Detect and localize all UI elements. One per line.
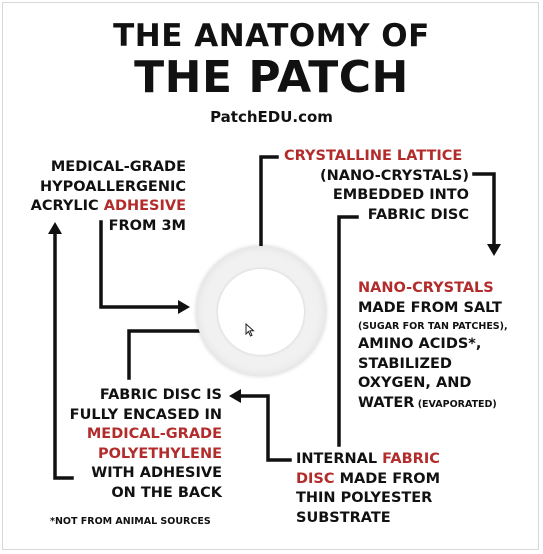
nano-line-4: AMINO ACIDS*, xyxy=(358,336,482,352)
footnote: *NOT FROM ANIMAL SOURCES xyxy=(50,516,211,527)
nano-line-2: MADE FROM SALT xyxy=(358,299,502,316)
encased-line-5: WITH ADHESIVE xyxy=(91,465,222,481)
encased-line-1: FABRIC DISC IS xyxy=(99,387,222,403)
nano-line-7-small: (EVAPORATED) xyxy=(414,398,497,410)
encased-patch-connector xyxy=(127,329,207,380)
encased-connector xyxy=(53,230,74,480)
image-frame xyxy=(2,2,539,550)
nano-line-5: STABILIZED xyxy=(358,355,452,372)
adhesive-label: MEDICAL-GRADE HYPOALLERGENIC ACRYLIC ADH… xyxy=(31,158,186,236)
nano-line-7: WATER (EVAPORATED) xyxy=(358,394,508,415)
encased-line-3: MEDICAL-GRADE xyxy=(86,426,222,442)
title-line-2: THE PATCH xyxy=(134,52,409,103)
lattice-line-1: CRYSTALLINE LATTICE xyxy=(284,148,463,164)
nano-connector xyxy=(472,172,496,247)
nano-line-1: NANO-CRYSTALS xyxy=(358,280,494,296)
internal-disc-connector xyxy=(337,215,359,447)
internal-line-2-text: MADE FROM xyxy=(334,470,441,487)
arrowhead-icon xyxy=(229,389,241,403)
lattice-line-3: EMBEDDED INTO xyxy=(332,187,469,203)
mouse-pointer-icon xyxy=(245,323,255,337)
adhesive-line-4: FROM 3M xyxy=(108,217,186,234)
arrowhead-icon xyxy=(487,244,501,256)
encased-line-6: ON THE BACK xyxy=(111,484,222,501)
adhesive-connector xyxy=(99,220,182,309)
nano-crystals-label: NANO-CRYSTALS MADE FROM SALT (SUGAR FOR … xyxy=(358,279,508,414)
encased-line-2: FULLY ENCASED IN xyxy=(69,406,222,423)
adhesive-highlight: ADHESIVE xyxy=(103,198,186,214)
title-line-1: THE ANATOMY OF xyxy=(113,18,430,54)
arrowhead-icon xyxy=(48,222,62,234)
internal-highlight-1: FABRIC xyxy=(382,451,440,467)
lattice-connector xyxy=(259,155,279,285)
lattice-line-4: FABRIC DISC xyxy=(367,206,469,223)
adhesive-line-1: MEDICAL-GRADE xyxy=(50,159,186,175)
adhesive-line-3-text: ACRYLIC xyxy=(30,198,104,214)
internal-line-1-text: INTERNAL xyxy=(296,451,383,467)
encased-label: FABRIC DISC IS FULLY ENCASED IN MEDICAL-… xyxy=(70,386,222,503)
lattice-line-2: (NANO-CRYSTALS) xyxy=(320,167,469,184)
internal-disc-label: INTERNAL FABRIC DISC MADE FROM THIN POLY… xyxy=(296,450,440,528)
internal-line-3: THIN POLYESTER xyxy=(296,490,433,506)
encased-line-4: POLYETHYLENE xyxy=(97,445,222,462)
internal-to-encased-connector xyxy=(238,394,292,462)
website-label: PatchEDU.com xyxy=(210,108,333,126)
arrowhead-icon xyxy=(178,300,190,314)
lattice-label: CRYSTALLINE LATTICE (NANO-CRYSTALS) EMBE… xyxy=(284,147,469,225)
nano-line-6: OXYGEN, AND xyxy=(358,375,472,391)
internal-highlight-2: DISC xyxy=(296,470,335,487)
internal-line-1: INTERNAL FABRIC xyxy=(296,450,440,470)
adhesive-line-3: ACRYLIC ADHESIVE xyxy=(31,197,186,217)
internal-line-2: DISC MADE FROM xyxy=(296,470,440,490)
nano-line-3: (SUGAR FOR TAN PATCHES), xyxy=(358,321,508,332)
internal-line-4: SUBSTRATE xyxy=(296,509,391,526)
adhesive-line-2: HYPOALLERGENIC xyxy=(40,178,186,195)
nano-line-7-text: WATER xyxy=(358,394,415,411)
patch-inner-disc xyxy=(218,269,304,355)
